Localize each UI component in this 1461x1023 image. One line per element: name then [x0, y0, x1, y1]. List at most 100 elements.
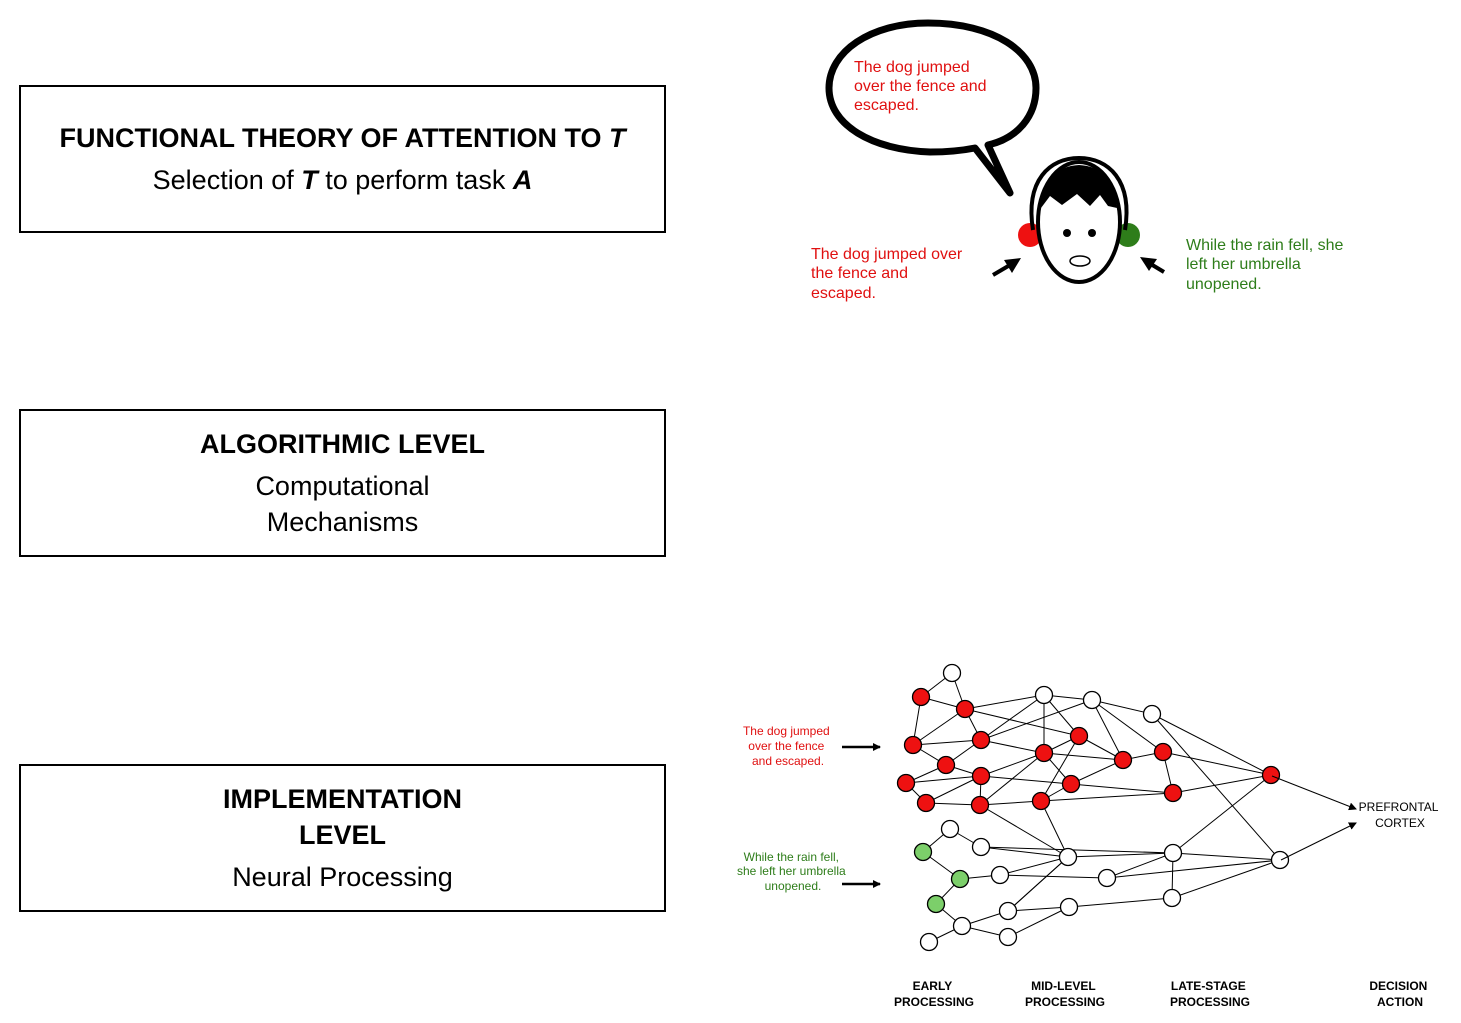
attended-neuron: [903, 735, 923, 755]
network-edge: [964, 708, 1080, 737]
functional-title: FUNCTIONAL THEORY OF ATTENTION TO T: [59, 123, 626, 153]
right-eye: [1088, 229, 1096, 237]
algorithmic-title: ALGORITHMIC LEVEL: [200, 429, 485, 459]
attended-neuron: [970, 795, 990, 815]
network-edge: [999, 874, 1108, 879]
network-edge: [912, 739, 982, 746]
attended-neuron: [911, 687, 931, 707]
neural-network-diagram: The dog jumped over the fence and escape…: [737, 663, 1442, 1009]
inactive-neuron: [1097, 868, 1117, 888]
stage-label-early: EARLY PROCESSING: [894, 979, 974, 1009]
attended-neuron: [1261, 765, 1281, 785]
input-text-attended: The dog jumped over the fence and escape…: [743, 724, 833, 768]
speech-text: The dog jumped over the fence and escape…: [854, 59, 991, 114]
listener-hair: [1041, 165, 1117, 208]
attended-neuron: [1034, 743, 1054, 763]
left-ear-text: The dog jumped over the fence and escape…: [811, 246, 967, 302]
ignored-input-neuron: [926, 894, 946, 914]
ignored-input-neuron: [950, 869, 970, 889]
inactive-neuron: [1058, 847, 1078, 867]
stage-label-late: LATE-STAGE PROCESSING: [1170, 979, 1250, 1009]
output-arrow-attended: [1271, 775, 1357, 811]
network-edge: [1007, 906, 1070, 912]
network-edge: [1070, 783, 1174, 794]
ignored-input-neuron: [913, 842, 933, 862]
inactive-neuron: [940, 819, 960, 839]
network-edge: [979, 800, 1042, 806]
attended-neuron: [1163, 783, 1183, 803]
inactive-neuron: [1142, 704, 1162, 724]
network-edge: [1070, 759, 1124, 785]
functional-level-box: FUNCTIONAL THEORY OF ATTENTION TO T Sele…: [19, 85, 666, 233]
inactive-neuron: [1162, 888, 1182, 908]
title-variable: T: [609, 123, 626, 153]
attended-neuron: [1061, 774, 1081, 794]
implementation-level-box: IMPLEMENTATION LEVEL Neural Processing: [19, 764, 666, 912]
network-edge: [980, 752, 1045, 777]
headphone-band: [1029, 155, 1129, 231]
attended-neuron: [936, 755, 956, 775]
attended-neuron: [916, 793, 936, 813]
network-edge: [980, 739, 1045, 754]
network-edge: [980, 846, 1069, 858]
network-edge: [1007, 906, 1070, 938]
network-edge: [980, 699, 1093, 741]
inactive-neuron: [952, 916, 972, 936]
attended-neuron: [1153, 742, 1173, 762]
algorithmic-level-box: ALGORITHMIC LEVEL Computational Mechanis…: [19, 409, 666, 557]
network-edge: [1068, 897, 1173, 908]
network-nodes: [896, 663, 1290, 952]
implementation-subtitle: Neural Processing: [232, 862, 453, 892]
inactive-neuron: [1059, 897, 1079, 917]
inactive-neuron: [1163, 843, 1183, 863]
implementation-title: IMPLEMENTATION LEVEL: [223, 784, 462, 850]
network-edge: [1162, 751, 1272, 776]
network-edge: [925, 775, 982, 804]
network-edge: [905, 775, 982, 784]
speech-bubble: [825, 19, 1040, 197]
inactive-neuron: [942, 663, 962, 683]
inactive-neuron: [971, 837, 991, 857]
attended-neuron: [971, 766, 991, 786]
network-edge: [964, 694, 1045, 710]
right-ear-cup: [1116, 223, 1140, 247]
inactive-neuron: [998, 901, 1018, 921]
attended-neuron: [971, 730, 991, 750]
output-label: PREFRONTAL CORTEX: [1359, 800, 1442, 830]
inactive-neuron: [919, 932, 939, 952]
network-edge: [1067, 852, 1174, 858]
left-ear-cup: [1018, 223, 1042, 247]
network-edge: [979, 752, 1045, 806]
inactive-neuron: [1270, 850, 1290, 870]
network-edge: [1091, 699, 1164, 753]
network-edge: [1091, 699, 1124, 761]
network-edge: [1106, 859, 1281, 879]
network-edge: [980, 775, 1072, 785]
network-edge: [1151, 713, 1272, 776]
inactive-neuron: [1034, 685, 1054, 705]
mouth: [1069, 255, 1091, 267]
stage-label-decision: DECISION ACTION: [1369, 979, 1430, 1009]
network-edge: [1040, 792, 1174, 802]
inactive-neuron: [990, 865, 1010, 885]
network-edge: [1040, 800, 1069, 858]
left-ear-arrow: [991, 258, 1021, 277]
right-ear-text: While the rain fell, she left her umbrel…: [1186, 237, 1348, 293]
network-edge: [1043, 752, 1124, 761]
functional-subtitle: Selection of T to perform task A: [152, 165, 533, 195]
network-edge: [980, 694, 1045, 741]
network-edge: [1151, 713, 1281, 861]
attended-neuron: [1113, 750, 1133, 770]
output-arrow-ignored: [1280, 822, 1357, 861]
inactive-neuron: [998, 927, 1018, 947]
left-eye: [1063, 229, 1071, 237]
input-text-ignored: While the rain fell, she left her umbrel…: [737, 850, 849, 893]
right-ear-arrow: [1140, 257, 1166, 274]
attended-neuron: [1031, 791, 1051, 811]
attended-neuron: [896, 773, 916, 793]
stage-label-mid: MID-LEVEL PROCESSING: [1025, 979, 1105, 1009]
network-edge: [1172, 852, 1281, 861]
network-edge: [1171, 859, 1281, 899]
algorithmic-subtitle: Computational Mechanisms: [255, 471, 430, 537]
attended-neuron: [955, 699, 975, 719]
